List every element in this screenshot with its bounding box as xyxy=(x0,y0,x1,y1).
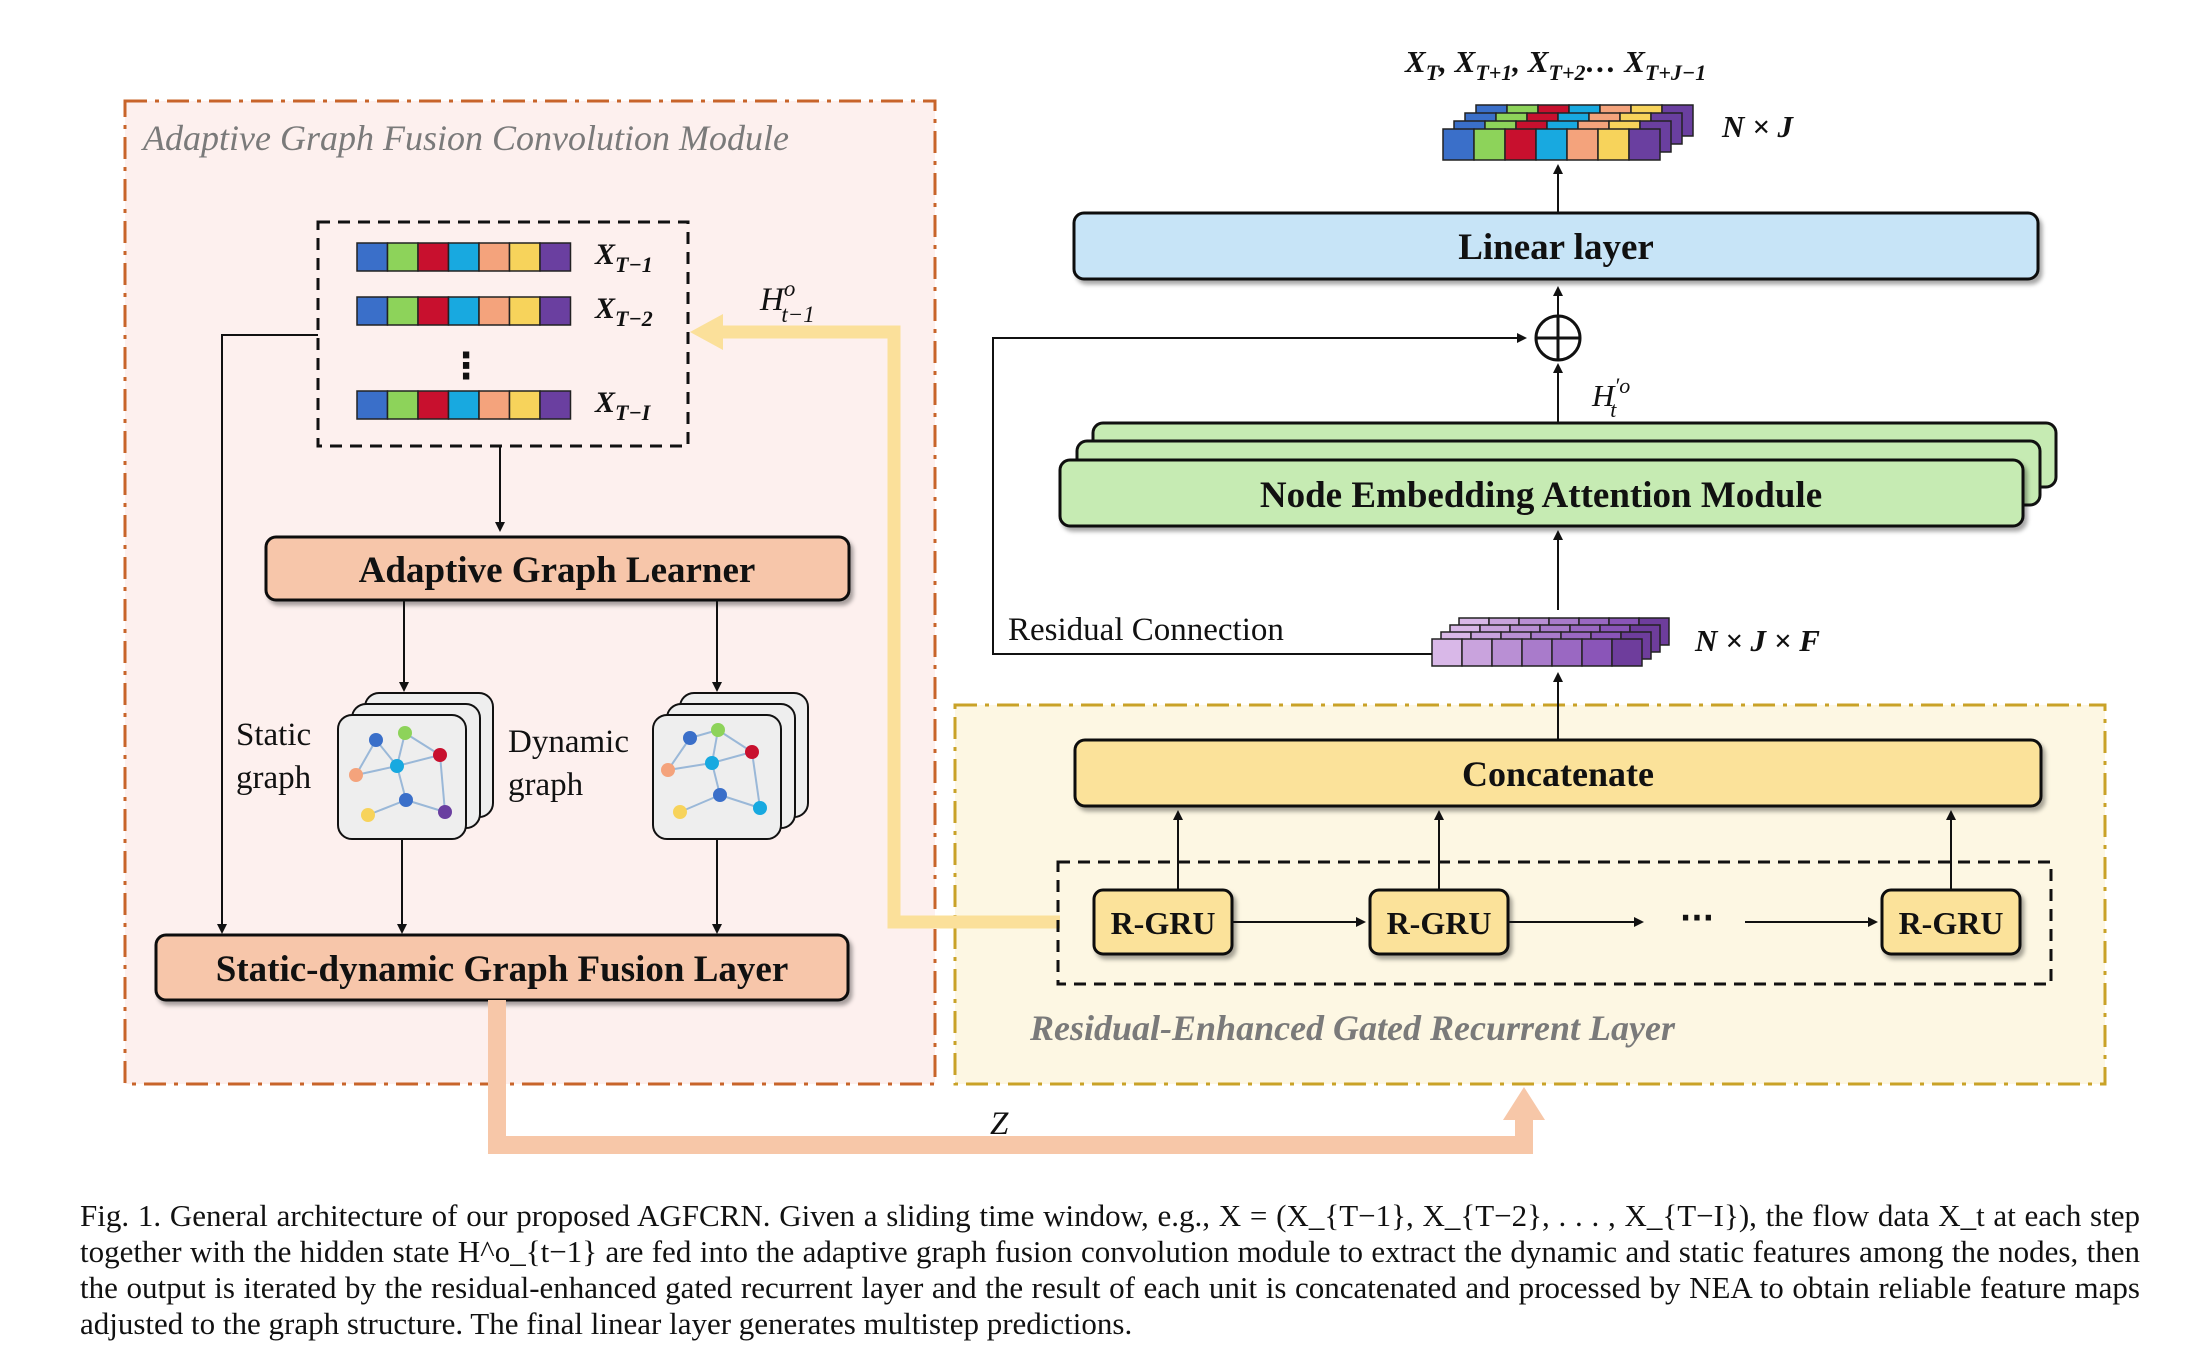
input-cell xyxy=(356,296,389,326)
feature-cell xyxy=(1491,638,1523,667)
rgru-3-label: R-GRU xyxy=(1899,905,2004,941)
fusion-layer-label: Static-dynamic Graph Fusion Layer xyxy=(216,949,789,990)
regr-module-title: Residual-Enhanced Gated Recurrent Layer xyxy=(1029,1008,1676,1048)
dynamic-graph-label-line2: graph xyxy=(508,767,584,803)
feature-cell xyxy=(1461,638,1493,667)
figure-caption-text: Fig. 1. General architecture of our prop… xyxy=(80,1198,2140,1341)
feature-tensor xyxy=(1431,617,1670,667)
feature-cell xyxy=(1581,638,1613,667)
input-cell xyxy=(417,296,450,326)
feature-cell xyxy=(1551,638,1583,667)
nea-module-box xyxy=(1058,458,2025,528)
output-cell xyxy=(1504,128,1537,161)
input-cell xyxy=(386,296,419,326)
output-cell xyxy=(1597,128,1630,161)
hidden-state-connector xyxy=(716,325,1060,929)
rgru-1-label: R-GRU xyxy=(1111,905,1216,941)
z-connector xyxy=(488,1000,1533,1154)
input-cell xyxy=(539,242,572,272)
static-graph-icon xyxy=(337,692,494,840)
input-cell xyxy=(447,242,480,272)
input-cell xyxy=(386,242,419,272)
feature-cell xyxy=(1611,638,1643,667)
nxj-label: N × J xyxy=(1721,109,1795,144)
input-cell xyxy=(447,296,480,326)
input-cell xyxy=(447,390,480,420)
input-ellipsis: ⋮ xyxy=(448,346,484,387)
output-cell xyxy=(1535,128,1568,161)
rgru-ellipsis: ··· xyxy=(1680,901,1714,936)
residual-connection-label: Residual Connection xyxy=(1008,612,1284,648)
input-cell xyxy=(417,390,450,420)
hidden-state-arrow-head xyxy=(690,314,723,350)
feature-cell xyxy=(1521,638,1553,667)
agfc-module-title: Adaptive Graph Fusion Convolution Module xyxy=(141,118,789,158)
rgru-chain-box xyxy=(1056,860,2053,986)
input-cell xyxy=(539,390,572,420)
input-cell xyxy=(508,390,541,420)
input-cell xyxy=(508,242,541,272)
input-cell xyxy=(356,242,389,272)
input-cell xyxy=(386,390,419,420)
dynamic-graph-icon xyxy=(652,692,809,840)
input-cell xyxy=(356,390,389,420)
adaptive-graph-learner-box xyxy=(264,535,851,602)
input-cell xyxy=(478,296,511,326)
rgru-2-label: R-GRU xyxy=(1387,905,1492,941)
input-row-1-label: XT−1 xyxy=(594,238,653,277)
input-row-3-label: XT−I xyxy=(594,386,652,425)
feature-cell xyxy=(1431,638,1463,667)
output-cell xyxy=(1442,128,1475,161)
adaptive-graph-learner-label: Adaptive Graph Learner xyxy=(359,550,756,591)
input-cell xyxy=(478,242,511,272)
figure-caption: Fig. 1. General architecture of our prop… xyxy=(80,1198,2140,1342)
dynamic-graph-label-line1: Dynamic xyxy=(508,724,629,760)
linear-layer-label: Linear layer xyxy=(1458,227,1654,268)
output-tensor xyxy=(1442,104,1694,161)
nxjxf-label: N × J × F xyxy=(1694,623,1820,658)
residual-connection-line xyxy=(992,333,1527,655)
input-window-box xyxy=(316,220,690,448)
input-cell xyxy=(478,390,511,420)
output-sequence-label: XT, XT+1, XT+2… XT+J−1 xyxy=(1404,44,1706,85)
static-graph-label-line2: graph xyxy=(236,760,312,796)
input-cell xyxy=(508,296,541,326)
output-cell xyxy=(1473,128,1506,161)
input-cell xyxy=(539,296,572,326)
sum-operator-icon xyxy=(1534,314,1582,362)
input-row-2-label: XT−2 xyxy=(594,292,653,331)
linear-layer-box xyxy=(1072,211,2040,281)
nea-module-label: Node Embedding Attention Module xyxy=(1260,475,1822,516)
z-arrow-head xyxy=(1503,1087,1545,1120)
output-cell xyxy=(1628,128,1661,161)
z-label: Z xyxy=(990,1106,1009,1142)
input-rows xyxy=(356,242,572,420)
output-cell xyxy=(1566,128,1599,161)
static-graph-label-line1: Static xyxy=(236,717,311,753)
concatenate-label: Concatenate xyxy=(1462,754,1654,794)
input-cell xyxy=(417,242,450,272)
